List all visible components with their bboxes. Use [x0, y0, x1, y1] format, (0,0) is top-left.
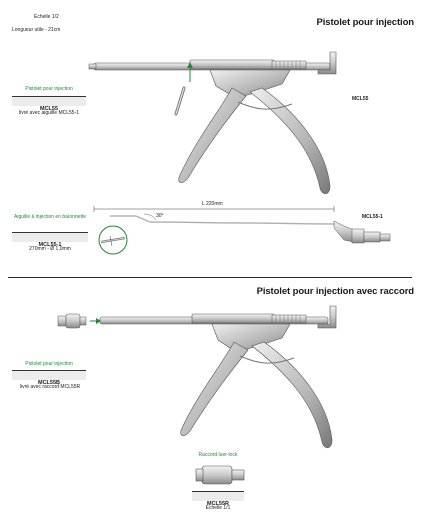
connector-ref-box: MCL55R — [192, 491, 244, 507]
section-divider — [8, 277, 412, 278]
connector-scale: Echelle 1/1 — [205, 505, 231, 511]
section1-title: Pistolet pour injection — [316, 17, 415, 28]
section2-ref-note: livré avec raccord MCL55R — [19, 384, 81, 390]
needle-instrument-code: MCL55-1 — [362, 214, 383, 220]
useful-length-note: Longueur utile - 21cm — [12, 27, 61, 33]
needle-ref-box: MCL55-1 — [12, 232, 88, 248]
needle-ref-code: MCL55-1 — [38, 242, 62, 248]
connector-label: Raccord luer-lock — [198, 452, 238, 458]
connector-ref-code: MCL55R — [206, 501, 229, 507]
section2-ref-box: MCL55B — [12, 370, 86, 386]
section1-instrument-code: MCL55 — [352, 96, 369, 102]
section1-ref-box: MCL55 — [12, 96, 86, 112]
section2-ref-code: MCL55B — [37, 380, 60, 386]
needle-angle: 30° — [156, 213, 164, 219]
needle-ref-note: 270mm - Ø 1,0mm — [29, 246, 71, 252]
needle-label: Aiguille à injection en baïonnette — [14, 214, 86, 220]
section2-title: Pistolet pour injection avec raccord — [256, 286, 415, 297]
scale-note: Echelle 1/2 — [34, 14, 59, 20]
section1-ref-code: MCL55 — [39, 106, 59, 112]
needle-dimension: L 220mm — [202, 201, 223, 207]
section1-ref-label: Pistolet pour injection — [25, 86, 73, 92]
section1-ref-note: livré avec aiguille MCL55-1 — [18, 110, 80, 116]
section2-ref-label: Pistolet pour injection — [25, 361, 73, 367]
